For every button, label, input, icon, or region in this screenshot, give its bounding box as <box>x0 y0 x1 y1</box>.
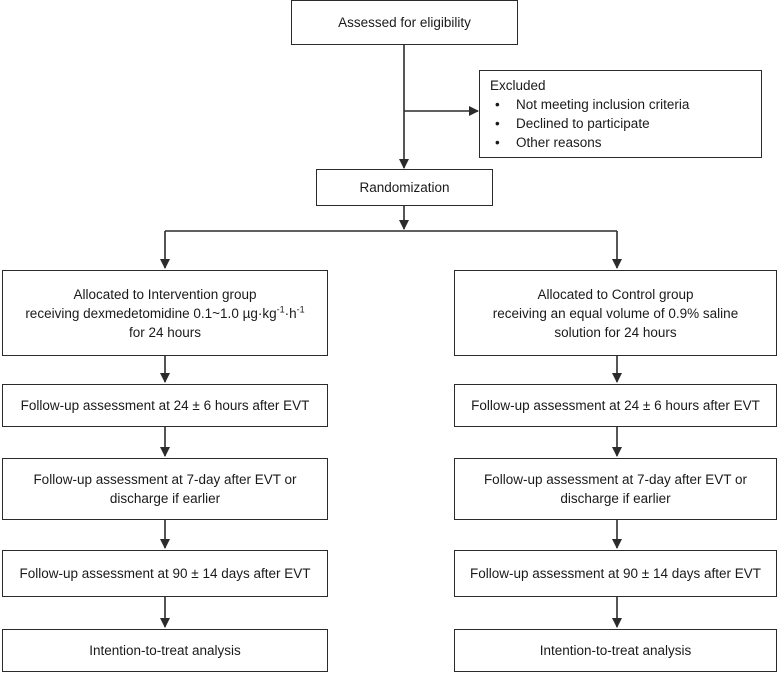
excluded-item: Declined to participate <box>490 114 689 133</box>
control-followup-24h-box: Follow-up assessment at 24 ± 6 hours aft… <box>454 384 777 427</box>
excluded-list: Not meeting inclusion criteria Declined … <box>490 95 689 152</box>
intervention-allocation-line2: receiving dexmedetomidine 0.1~1.0 µg·kg-… <box>25 304 305 321</box>
intervention-analysis-box: Intention-to-treat analysis <box>2 629 328 672</box>
intervention-followup-7d-line2: discharge if earlier <box>109 491 221 506</box>
excluded-box: Excluded Not meeting inclusion criteria … <box>479 70 762 158</box>
intervention-allocation-line1: Allocated to Intervention group <box>73 286 257 302</box>
intervention-followup-24h-box: Follow-up assessment at 24 ± 6 hours aft… <box>2 384 328 427</box>
control-followup-7d-line1: Follow-up assessment at 7-day after EVT … <box>483 472 748 487</box>
control-allocation-box: Allocated to Control group receiving an … <box>454 270 777 356</box>
control-allocation-line3: solution for 24 hours <box>554 324 677 340</box>
intervention-allocation-box: Allocated to Intervention group receivin… <box>2 270 328 356</box>
excluded-item: Other reasons <box>490 133 689 152</box>
eligibility-box: Assessed for eligibility <box>291 0 518 45</box>
control-analysis-label: Intention-to-treat analysis <box>539 643 692 658</box>
control-allocation-line2: receiving an equal volume of 0.9% saline <box>492 305 739 321</box>
control-analysis-box: Intention-to-treat analysis <box>454 629 777 672</box>
randomization-label: Randomization <box>359 180 450 195</box>
control-followup-7d-line2: discharge if earlier <box>560 491 671 506</box>
intervention-analysis-label: Intention-to-treat analysis <box>89 643 241 658</box>
excluded-title: Excluded <box>490 78 546 93</box>
control-allocation-line1: Allocated to Control group <box>537 286 694 302</box>
randomization-box: Randomization <box>316 169 493 206</box>
control-followup-90d-box: Follow-up assessment at 90 ± 14 days aft… <box>454 550 777 597</box>
intervention-followup-7d-box: Follow-up assessment at 7-day after EVT … <box>2 458 328 520</box>
control-followup-90d-label: Follow-up assessment at 90 ± 14 days aft… <box>469 566 762 581</box>
excluded-item: Not meeting inclusion criteria <box>490 95 689 114</box>
intervention-followup-24h-label: Follow-up assessment at 24 ± 6 hours aft… <box>20 398 310 413</box>
intervention-followup-7d-line1: Follow-up assessment at 7-day after EVT … <box>33 472 297 487</box>
control-followup-24h-label: Follow-up assessment at 24 ± 6 hours aft… <box>471 398 760 413</box>
eligibility-label: Assessed for eligibility <box>338 15 471 30</box>
intervention-allocation-line3: for 24 hours <box>128 324 202 340</box>
intervention-followup-90d-box: Follow-up assessment at 90 ± 14 days aft… <box>2 550 328 597</box>
intervention-followup-90d-label: Follow-up assessment at 90 ± 14 days aft… <box>19 566 311 581</box>
control-followup-7d-box: Follow-up assessment at 7-day after EVT … <box>454 458 777 520</box>
